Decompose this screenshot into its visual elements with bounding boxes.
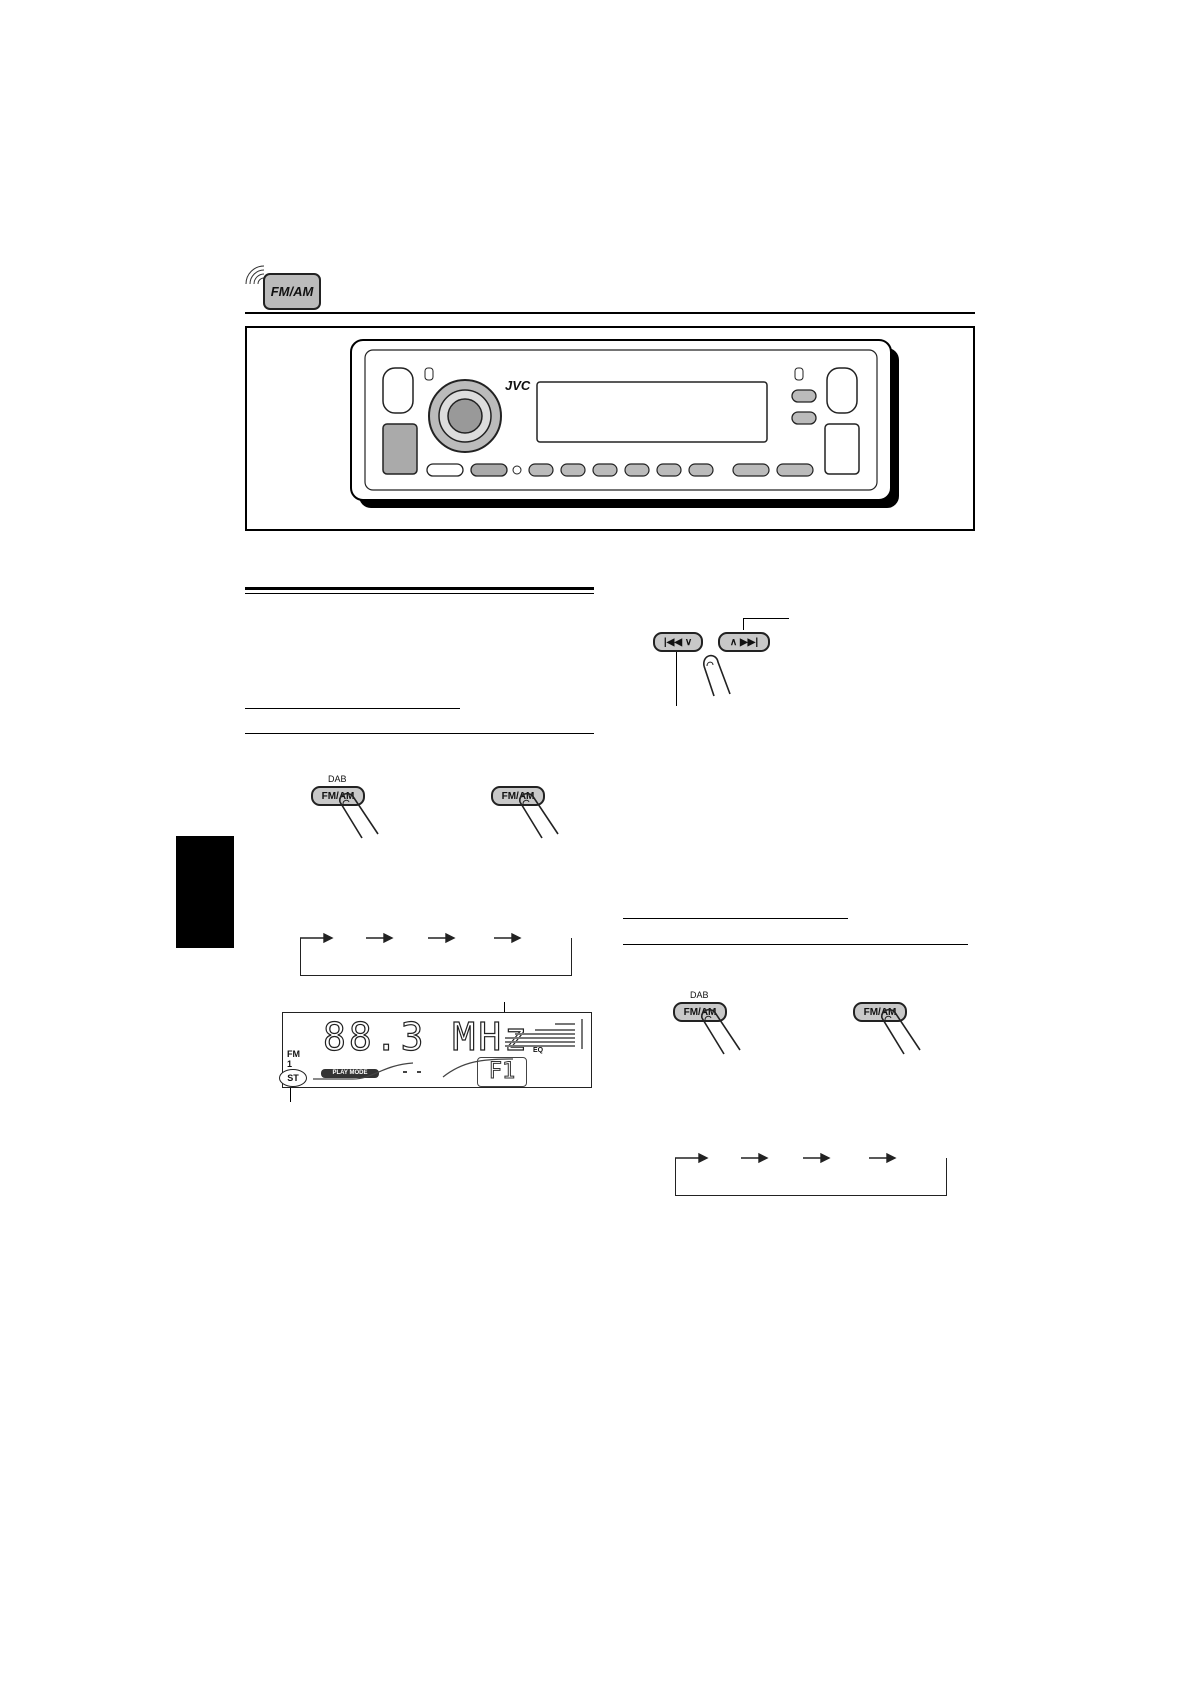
badge-label: FM/AM xyxy=(270,284,314,299)
band-cycle-arrows-left xyxy=(300,932,522,944)
fm-am-section-badge: FM/AM xyxy=(263,273,321,310)
stereo-callout-line xyxy=(290,1088,291,1102)
level-meter-graphic xyxy=(505,1019,583,1049)
band-cycle-loop-right xyxy=(675,1158,947,1196)
seek-up-callout-line-h xyxy=(743,618,789,619)
dab-label-right: DAB xyxy=(690,990,709,1000)
section-rule-thin xyxy=(245,593,594,594)
frequency-readout: 88.3 MHz xyxy=(322,1014,531,1059)
seek-up-button[interactable]: ∧ ▶▶| xyxy=(718,632,770,652)
lcd-display: 88.3 MHz FM 1 PLAY MODE F1 EQ ST xyxy=(279,1012,592,1088)
eq-indicator: EQ xyxy=(533,1047,544,1054)
subsection-rule-short xyxy=(245,708,460,709)
fm-am-button-left-2[interactable]: FM/AM xyxy=(491,786,545,806)
pressing-finger-icon xyxy=(703,654,731,697)
subsection-rule-long-right xyxy=(623,944,968,945)
preset-number-readout: F1 xyxy=(477,1057,527,1087)
stereo-indicator: ST xyxy=(279,1069,307,1087)
head-unit-illustration-frame: JVC xyxy=(245,326,975,531)
pressing-finger-icon xyxy=(701,1008,741,1055)
display-curve-graphic xyxy=(313,1058,513,1080)
dab-label-left: DAB xyxy=(328,774,347,784)
pressing-finger-icon xyxy=(881,1008,921,1055)
seek-up-callout-line xyxy=(743,618,744,630)
head-unit-illustration xyxy=(350,339,899,508)
brand-logo: JVC xyxy=(505,378,531,393)
pressing-finger-icon xyxy=(339,792,379,839)
seek-down-callout-line xyxy=(676,652,677,706)
header-rule xyxy=(245,312,975,314)
subsection-rule-short-right xyxy=(623,918,848,919)
language-side-tab xyxy=(176,836,234,948)
band-cycle-loop-left xyxy=(300,938,572,976)
seek-down-button[interactable]: |◀◀ ∨ xyxy=(653,632,703,652)
band-cycle-arrows-right xyxy=(675,1152,897,1164)
play-mode-indicator: PLAY MODE xyxy=(321,1069,379,1078)
fm-am-button-right-2[interactable]: FM/AM xyxy=(853,1002,907,1022)
pressing-finger-icon xyxy=(519,792,559,839)
fm-am-button-left-1[interactable]: FM/AM xyxy=(311,786,365,806)
subsection-rule-long xyxy=(245,733,594,734)
section-rule-thick xyxy=(245,587,594,590)
band-indicator: FM 1 xyxy=(287,1049,300,1069)
fm-am-button-right-1[interactable]: FM/AM xyxy=(673,1002,727,1022)
